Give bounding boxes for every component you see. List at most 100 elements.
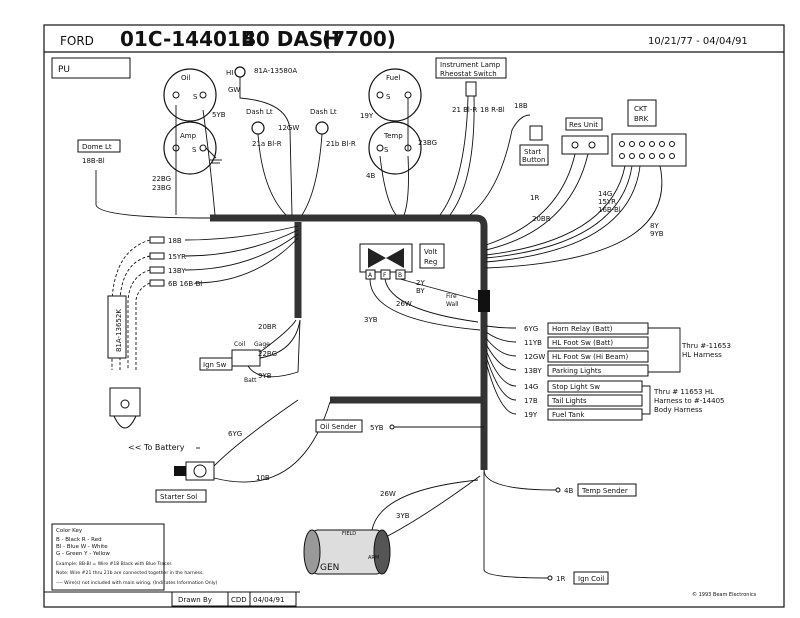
svg-text:Note: Wire #21 thru 21b are co: Note: Wire #21 thru 21b are connected to… bbox=[56, 570, 204, 576]
amp-gauge bbox=[163, 121, 217, 175]
dash-light-right bbox=[315, 121, 329, 135]
copyright: © 1993 Beam Electronics bbox=[692, 591, 757, 598]
svg-text:18B: 18B bbox=[168, 237, 182, 245]
circuit-box bbox=[547, 408, 643, 421]
hi-beam-indicator bbox=[234, 66, 246, 78]
svg-text:4B: 4B bbox=[564, 487, 573, 495]
svg-text:S: S bbox=[192, 146, 197, 154]
svg-text:Bl - Blue W - White: Bl - Blue W - White bbox=[56, 544, 108, 550]
svg-text:G - Green Y - Yellow: G - Green Y - Yellow bbox=[56, 551, 110, 557]
model-label: PU bbox=[58, 65, 70, 75]
svg-text:11YB: 11YB bbox=[524, 339, 542, 347]
svg-text:Thru # 11653 HL: Thru # 11653 HL bbox=[653, 388, 714, 396]
svg-text:Res Unit: Res Unit bbox=[569, 121, 598, 129]
svg-text:20BR: 20BR bbox=[532, 215, 551, 223]
voltage-regulator-body bbox=[368, 248, 404, 268]
svg-text:Amp: Amp bbox=[180, 132, 197, 140]
svg-text:Wall: Wall bbox=[446, 301, 459, 308]
svg-text:Dome Lt: Dome Lt bbox=[82, 143, 112, 151]
svg-text:21 Bl-R: 21 Bl-R bbox=[452, 106, 477, 114]
svg-text:S: S bbox=[386, 93, 391, 101]
starter-sol-label-box bbox=[155, 489, 207, 503]
svg-text:Fuel: Fuel bbox=[386, 74, 400, 82]
firewall-grommet bbox=[478, 290, 490, 312]
svg-text:Volt: Volt bbox=[424, 248, 437, 256]
svg-text:12GW: 12GW bbox=[524, 353, 545, 361]
svg-text:Coil: Coil bbox=[234, 341, 246, 348]
res-unit-box bbox=[565, 117, 603, 131]
svg-text:Button: Button bbox=[522, 156, 545, 164]
svg-text:15YR: 15YR bbox=[598, 198, 616, 206]
svg-text:18B: 18B bbox=[514, 102, 528, 110]
svg-text:FIELD: FIELD bbox=[342, 531, 356, 537]
svg-text:Thru #-11653: Thru #-11653 bbox=[681, 342, 731, 350]
make-label: FORD bbox=[60, 34, 94, 48]
circuit-box bbox=[547, 364, 649, 377]
ckt-brk-box bbox=[627, 99, 657, 127]
svg-text:B - Black R - Red: B - Black R - Red bbox=[56, 537, 102, 543]
left-connectors: 18B 15YR 13BY 6B 16B-Bl bbox=[149, 236, 202, 288]
svg-text:81A-13580A: 81A-13580A bbox=[254, 67, 297, 75]
svg-text:5YB: 5YB bbox=[212, 111, 226, 119]
main-harness bbox=[210, 214, 488, 318]
color-key bbox=[51, 523, 165, 591]
svg-text:HI: HI bbox=[226, 69, 233, 77]
svg-text:1R: 1R bbox=[530, 194, 539, 202]
rheostat-switch bbox=[465, 81, 477, 97]
svg-text:CKT: CKT bbox=[634, 105, 648, 113]
svg-text:Ign Coil: Ign Coil bbox=[578, 575, 604, 583]
svg-text:Start: Start bbox=[524, 148, 541, 156]
svg-text:Tail Lights: Tail Lights bbox=[551, 397, 587, 405]
svg-text:14G: 14G bbox=[598, 190, 612, 198]
svg-text:15YR: 15YR bbox=[168, 253, 186, 261]
svg-text:Fuel Tank: Fuel Tank bbox=[552, 411, 585, 419]
svg-text:22BG: 22BG bbox=[258, 350, 277, 358]
svg-text:19Y: 19Y bbox=[360, 112, 374, 120]
svg-text:13BY: 13BY bbox=[524, 367, 542, 375]
svg-text:6YG: 6YG bbox=[524, 325, 538, 333]
svg-text:9YB: 9YB bbox=[650, 230, 664, 238]
diagram-title: 40 DASH bbox=[242, 27, 340, 51]
svg-text:Temp Sender: Temp Sender bbox=[581, 487, 628, 495]
svg-text:HL Foot Sw (Batt): HL Foot Sw (Batt) bbox=[552, 339, 613, 347]
svg-text:26W: 26W bbox=[396, 300, 412, 308]
svg-text:Starter Sol: Starter Sol bbox=[160, 493, 197, 501]
svg-text:6B 16B-Bl: 6B 16B-Bl bbox=[168, 280, 202, 288]
svg-text:10B: 10B bbox=[256, 474, 270, 482]
svg-text:22BG: 22BG bbox=[152, 175, 171, 183]
svg-text:Gage: Gage bbox=[254, 341, 270, 348]
lamp-harness-box bbox=[107, 295, 127, 359]
svg-text:20BR: 20BR bbox=[258, 323, 277, 331]
svg-text:A: A bbox=[368, 272, 373, 279]
svg-text:5YB: 5YB bbox=[370, 424, 384, 432]
svg-text:Batt: Batt bbox=[244, 377, 257, 384]
svg-text:GW: GW bbox=[228, 86, 240, 94]
start-button-box[interactable] bbox=[519, 144, 549, 166]
circuit-breaker bbox=[611, 133, 687, 167]
svg-text:18 R-Bl: 18 R-Bl bbox=[480, 106, 505, 114]
to-battery-label: << To Battery bbox=[128, 443, 185, 452]
svg-text:---- Wire(s) not included with: ---- Wire(s) not included with main wiri… bbox=[56, 580, 218, 586]
svg-text:B: B bbox=[398, 272, 402, 279]
oil-gauge bbox=[163, 68, 217, 122]
res-unit bbox=[561, 135, 609, 155]
svg-text:17B: 17B bbox=[524, 397, 538, 405]
svg-text:Horn Relay (Batt): Horn Relay (Batt) bbox=[552, 325, 613, 333]
svg-text:6YG: 6YG bbox=[228, 430, 242, 438]
svg-text:26W: 26W bbox=[380, 490, 396, 498]
svg-text:ARM: ARM bbox=[368, 555, 379, 561]
svg-text:HL Harness: HL Harness bbox=[682, 351, 722, 359]
svg-text:18B-Bl: 18B-Bl bbox=[82, 157, 105, 165]
svg-text:F: F bbox=[383, 272, 387, 279]
ign-sw-label-box bbox=[199, 357, 233, 371]
svg-text:23BG: 23BG bbox=[152, 184, 171, 192]
svg-text:4B: 4B bbox=[366, 172, 375, 180]
svg-text:Temp: Temp bbox=[383, 132, 403, 140]
svg-text:04/04/91: 04/04/91 bbox=[253, 596, 284, 604]
svg-text:21a Bl-R: 21a Bl-R bbox=[252, 140, 282, 148]
svg-text:Stop Light Sw: Stop Light Sw bbox=[552, 383, 600, 391]
svg-text:Harness to #-14405: Harness to #-14405 bbox=[654, 397, 724, 405]
svg-text:21b Bl-R: 21b Bl-R bbox=[326, 140, 356, 148]
dome-light-box bbox=[77, 139, 121, 153]
drawing-frame bbox=[43, 24, 785, 608]
